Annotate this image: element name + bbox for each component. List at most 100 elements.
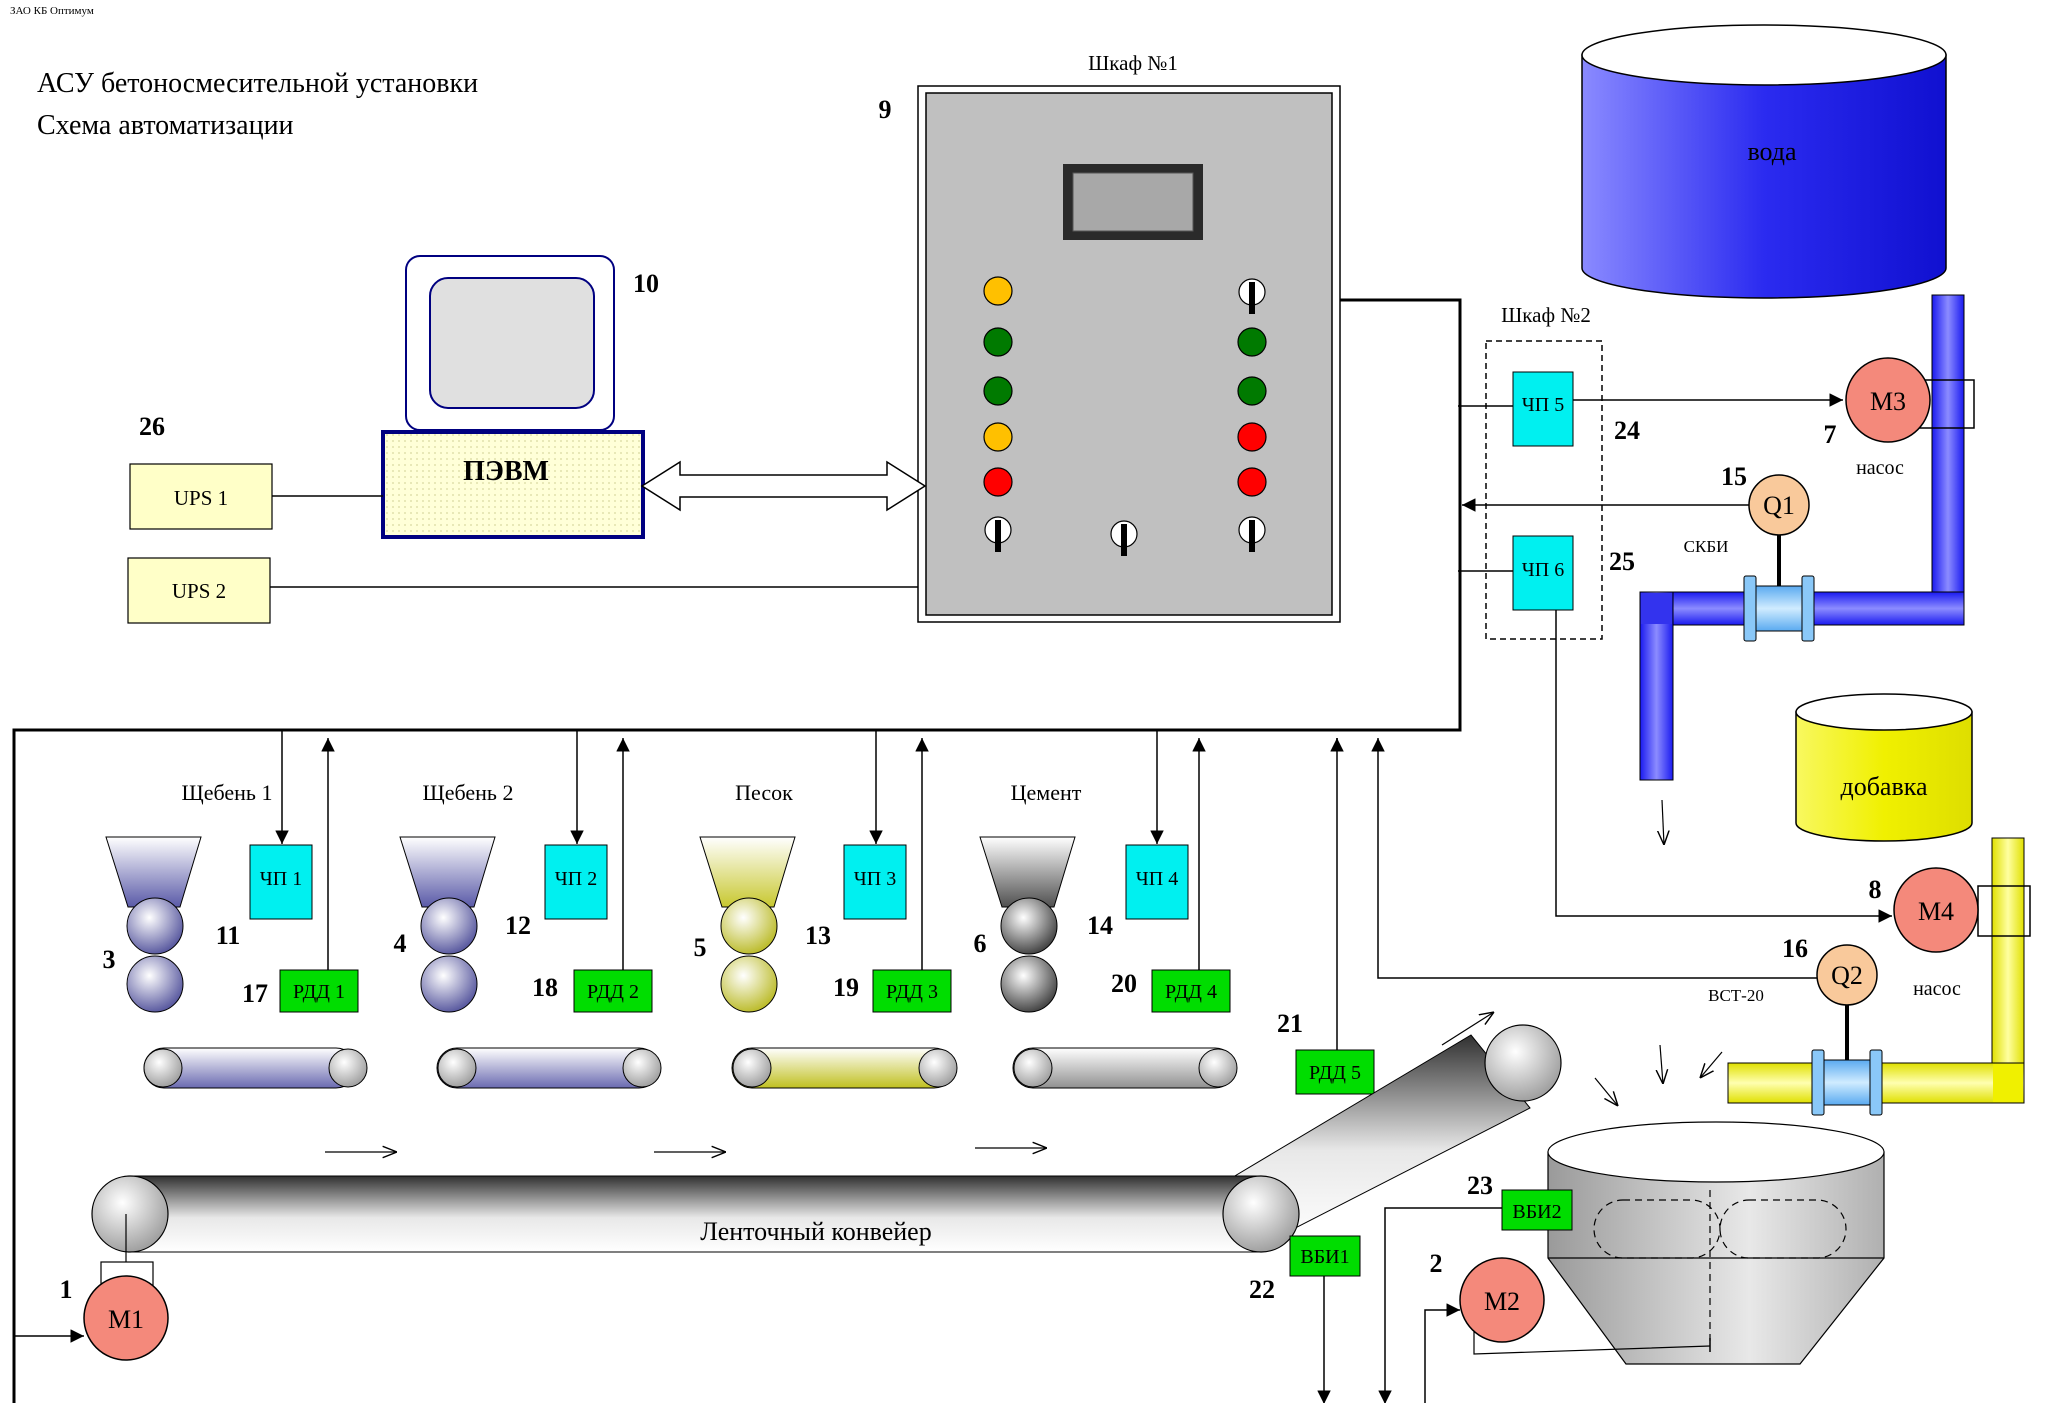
sensor-rdd5-label: РДД 5 <box>1309 1062 1361 1084</box>
sensor-vbi1-number: 22 <box>1249 1275 1275 1304</box>
feeder-number: 11 <box>216 921 241 950</box>
ups-number: 26 <box>139 412 165 441</box>
hopper-group-2: Щебень 2 4 12 <box>394 780 662 1089</box>
drive-chp6-label: ЧП 6 <box>1522 559 1564 581</box>
rotary-switch <box>1238 516 1266 552</box>
diagram-subtitle: Схема автоматизации <box>37 110 294 141</box>
drive-chp4: ЧП 4 <box>1125 844 1189 920</box>
drive-chp5-label: ЧП 5 <box>1522 394 1564 416</box>
company-label: ЗАО КБ Оптимум <box>10 5 94 17</box>
hopper-number: 3 <box>103 945 116 974</box>
lamp-yellow <box>983 276 1013 306</box>
cabinet2 <box>1485 340 1603 640</box>
flowmeter-q1-caption: СКБИ <box>1684 537 1729 556</box>
lamp-red <box>983 467 1013 497</box>
motor-m4-label: М4 <box>1918 897 1954 926</box>
motor-m1-number: 1 <box>60 1275 73 1304</box>
sensor-rdd2-label: РДД 2 <box>587 981 639 1003</box>
sensor-rdd5: РДД 5 21 <box>1277 1009 1375 1095</box>
flow-arrows <box>325 799 1723 1152</box>
hopper-label: Цемент <box>1011 780 1082 805</box>
feeder-number: 12 <box>505 911 531 940</box>
feeder-number: 14 <box>1087 911 1113 940</box>
lamp-green <box>1237 376 1267 406</box>
sensor-rdd3-label: РДД 3 <box>886 981 938 1003</box>
water-flowmeter-body <box>1743 532 1815 642</box>
drive-chp5: ЧП 5 <box>1512 371 1574 447</box>
drive-chp6: ЧП 6 <box>1512 535 1574 611</box>
water-tank-label: вода <box>1747 137 1797 166</box>
cabinet1-lamps <box>983 276 1267 497</box>
ups2: UPS 2 <box>127 557 271 624</box>
drive-chp5-number: 24 <box>1614 416 1640 445</box>
cabinet1-label: Шкаф №1 <box>1088 51 1178 75</box>
sensor-vbi2-number: 23 <box>1467 1171 1493 1200</box>
motor-m4-caption: насос <box>1913 978 1961 1000</box>
pc-cabinet-link-arrow <box>640 460 927 512</box>
sensor-vbi2-label: ВБИ2 <box>1512 1201 1561 1223</box>
drive-chp6-number: 25 <box>1609 547 1635 576</box>
flowmeter-q1-label: Q1 <box>1763 491 1795 520</box>
sensor-rdd1-label: РДД 1 <box>293 981 345 1003</box>
sensor-rdd4-number: 20 <box>1111 969 1137 998</box>
sensor-rdd4-label: РДД 4 <box>1165 981 1217 1003</box>
ups2-label: UPS 2 <box>172 579 226 603</box>
flowmeter-q2: Q2 16 ВСТ-20 <box>1708 934 1878 1006</box>
additive-flowmeter-body <box>1811 1005 1883 1116</box>
sensor-rdd3: РДД 3 19 <box>833 969 952 1013</box>
pc-label: ПЭВМ <box>463 456 549 487</box>
motor-m1: М1 1 <box>60 1214 169 1361</box>
sensor-rdd5-number: 21 <box>1277 1009 1303 1038</box>
flowmeter-q1-number: 15 <box>1721 462 1747 491</box>
sensor-vbi1: ВБИ1 22 <box>1249 1235 1361 1304</box>
mixer <box>1547 1121 1885 1365</box>
hopper-group-3: Песок 5 13 <box>694 780 958 1089</box>
rotary-switch <box>1110 520 1138 556</box>
ups1-label: UPS 1 <box>174 486 228 510</box>
sensor-rdd1: РДД 1 17 <box>242 969 359 1013</box>
drive-chp3-label: ЧП 3 <box>854 868 896 890</box>
motor-m1-label: М1 <box>108 1305 144 1334</box>
sensor-rdd2-number: 18 <box>532 973 558 1002</box>
drive-chp1-label: ЧП 1 <box>260 868 302 890</box>
drive-chp1: ЧП 1 <box>249 844 313 920</box>
flowmeter-q2-label: Q2 <box>1831 961 1863 990</box>
lamp-red <box>1237 422 1267 452</box>
cabinet1-number: 9 <box>879 95 892 124</box>
rotary-switch <box>984 516 1012 552</box>
lamp-green <box>983 376 1013 406</box>
hopper-number: 4 <box>394 929 407 958</box>
drive-chp4-label: ЧП 4 <box>1136 868 1178 890</box>
hopper-number: 5 <box>694 933 707 962</box>
sensor-vbi1-label: ВБИ1 <box>1300 1246 1349 1268</box>
control-wiring <box>12 298 1892 1403</box>
motor-m3-number: 7 <box>1824 420 1837 449</box>
lamp-green <box>1237 327 1267 357</box>
ups1: UPS 1 <box>129 463 273 530</box>
lamp-green <box>983 327 1013 357</box>
drive-chp2-label: ЧП 2 <box>555 868 597 890</box>
motor-m3-label: М3 <box>1870 387 1906 416</box>
diagram-title: АСУ бетоносмесительной установки <box>37 68 478 99</box>
hopper-group-1: Щебень 1 3 11 <box>103 780 368 1089</box>
hopper-label: Щебень 1 <box>182 780 273 805</box>
conveyor-label: Ленточный конвейер <box>700 1217 931 1246</box>
motor-m4-number: 8 <box>1869 875 1882 904</box>
cabinet2-label: Шкаф №2 <box>1501 303 1591 327</box>
pc-number: 10 <box>633 269 659 298</box>
motor-m3-caption: насос <box>1856 457 1904 479</box>
sensor-rdd1-number: 17 <box>242 979 268 1008</box>
flowmeter-q2-number: 16 <box>1782 934 1808 963</box>
motor-m2-label: М2 <box>1484 1287 1520 1316</box>
rotary-switch <box>1238 278 1266 314</box>
sensor-vbi2: ВБИ2 23 <box>1467 1171 1573 1231</box>
hopper-label: Щебень 2 <box>423 780 514 805</box>
sensor-rdd2: РДД 2 18 <box>532 969 653 1013</box>
motor-m2-number: 2 <box>1430 1249 1443 1278</box>
flowmeter-q1: Q1 15 СКБИ <box>1684 462 1810 556</box>
lamp-yellow <box>983 422 1013 452</box>
sensor-rdd3-number: 19 <box>833 973 859 1002</box>
additive-tank: добавка <box>1795 693 1973 842</box>
hopper-group-4: Цемент 6 14 <box>974 780 1238 1089</box>
